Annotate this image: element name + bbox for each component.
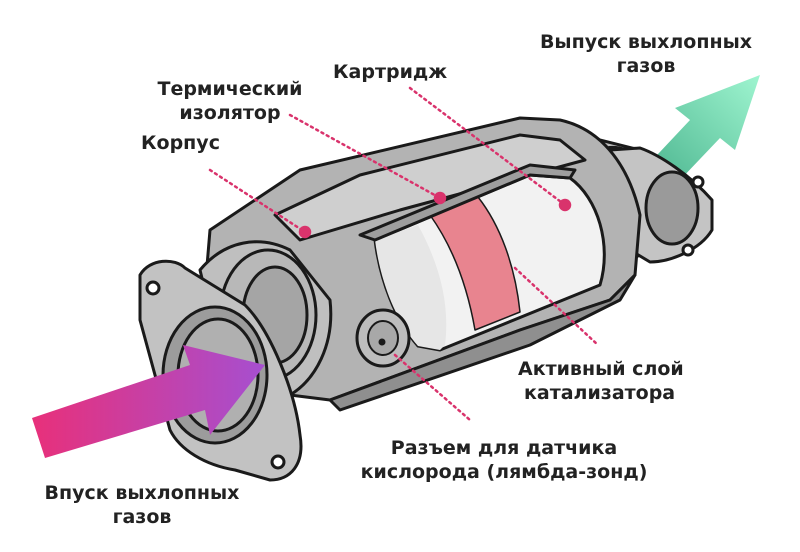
cartridge-label-text: Картридж <box>333 61 448 83</box>
insulator-label-line2: изолятор <box>179 102 281 124</box>
sensor-label-line1: Разъем для датчика <box>390 437 618 459</box>
leader-cartridge <box>408 86 572 212</box>
insulator-label-line1: Термический <box>157 78 303 100</box>
cartridge-label: Картридж <box>333 60 447 84</box>
active-layer-label-line2: катализатора <box>524 382 676 404</box>
leader-housing <box>208 168 312 239</box>
insulator-label: Термический изолятор <box>140 77 320 125</box>
leader-lines <box>208 86 600 422</box>
cartridge <box>358 163 606 352</box>
outlet-label-line1: Выпуск выхлопных <box>539 31 753 53</box>
housing-label-text: Корпус <box>141 132 220 154</box>
housing-label: Корпус <box>141 131 220 155</box>
active-layer-label: Активный слой катализатора <box>518 357 684 405</box>
leader-insulator <box>288 113 447 205</box>
outlet-label-line2: газов <box>616 55 676 77</box>
outlet-label: Выпуск выхлопных газов <box>522 30 770 78</box>
sensor-label-line2: кислорода (лямбда-зонд) <box>360 461 648 483</box>
leader-active-layer <box>513 266 600 347</box>
oxygen-sensor-port <box>355 308 411 368</box>
inlet-label-line2: газов <box>112 506 172 528</box>
active-layer-label-line1: Активный слой <box>518 358 684 380</box>
inlet-label-line1: Впуск выхлопных <box>44 482 240 504</box>
leader-sensor <box>393 353 472 422</box>
sensor-label: Разъем для датчика кислорода (лямбда-зон… <box>348 436 660 484</box>
inlet-label: Впуск выхлопных газов <box>24 481 260 529</box>
inlet-arrow <box>32 345 265 458</box>
